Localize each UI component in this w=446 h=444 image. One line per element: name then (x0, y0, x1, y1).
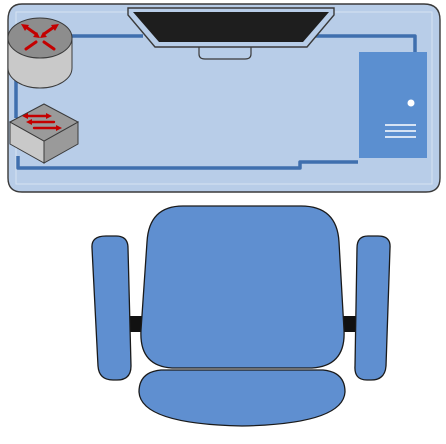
monitor-stand (199, 46, 251, 59)
chair-armrest-right (355, 236, 390, 380)
office-chair-icon (92, 206, 390, 426)
chair-seat (141, 206, 344, 368)
chair-backrest (139, 370, 345, 426)
router-icon (8, 18, 72, 88)
tower-pc-icon (359, 52, 427, 158)
chair-armrest-left (92, 236, 131, 380)
tower-case (359, 52, 427, 158)
monitor-screen (133, 12, 329, 42)
tower-power-light (408, 100, 415, 107)
